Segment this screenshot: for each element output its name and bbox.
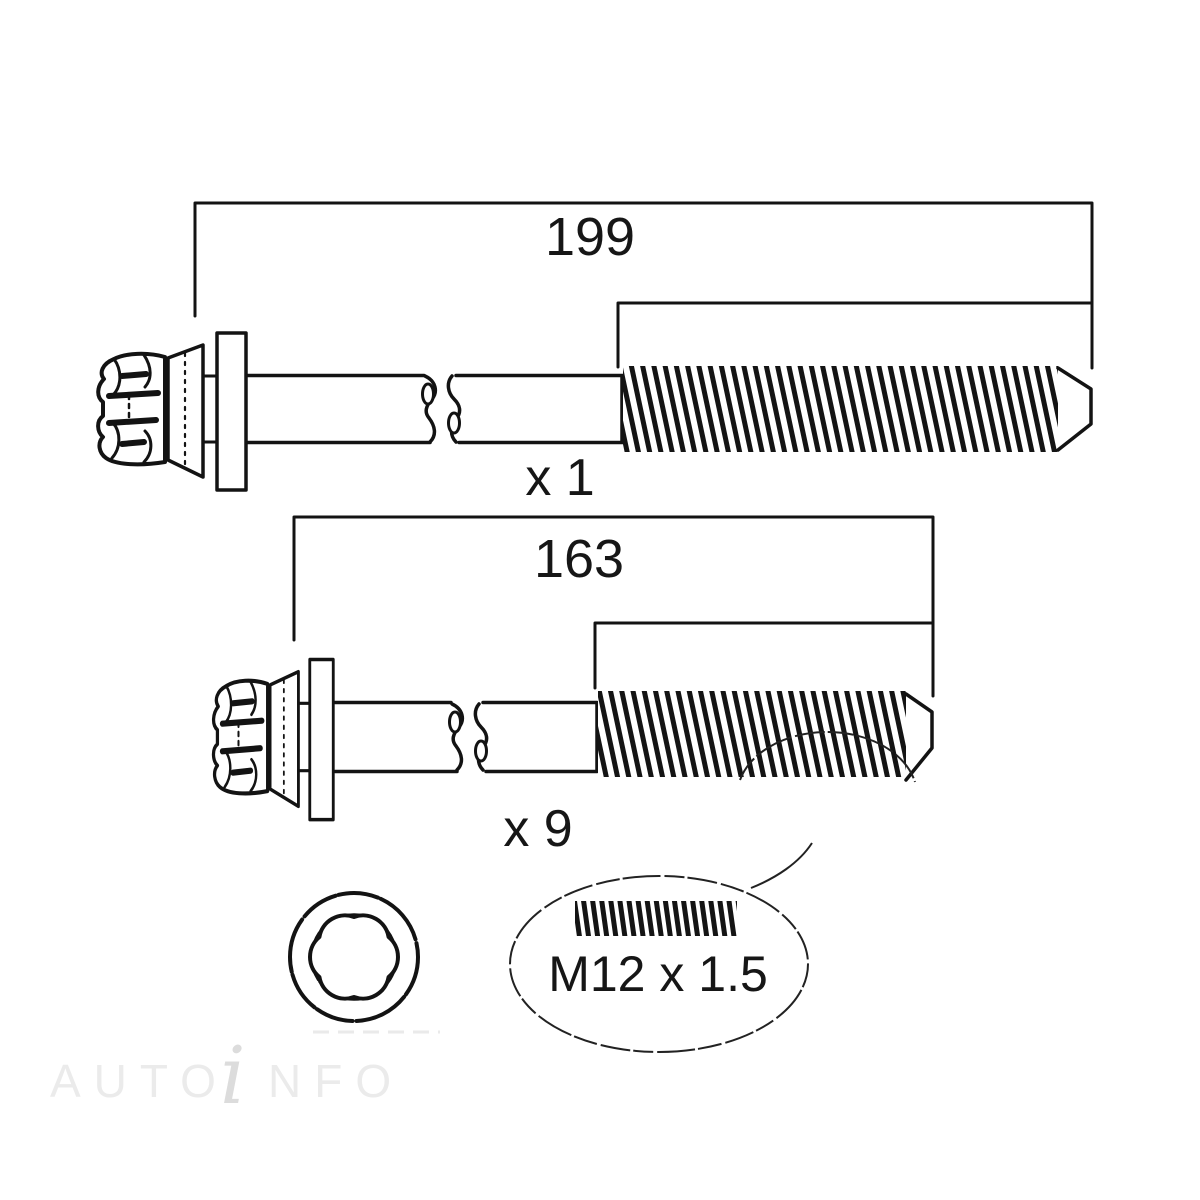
quantity-label-top: x 1 <box>525 449 594 507</box>
head-outer-circle <box>288 891 420 1023</box>
bolt-bottom: 163 x 9 <box>213 515 935 858</box>
callout-leader-line <box>750 842 813 889</box>
bolt-tip <box>904 692 934 782</box>
bolt-tip <box>1056 366 1093 452</box>
shaft-segment-lines <box>481 700 599 774</box>
callout-ellipse <box>509 875 809 1053</box>
watermark-i-glyph: i <box>220 1029 246 1122</box>
watermark-text-right: NFO <box>268 1055 404 1107</box>
shaft-break-symbol <box>420 374 462 444</box>
threaded-section <box>598 691 906 777</box>
thread-callout: M12 x 1.5 <box>509 730 916 1053</box>
watermark-text-left: AUTO <box>50 1055 229 1107</box>
quantity-label-bottom: x 9 <box>503 800 572 858</box>
watermark: AUTO i NFO <box>50 1029 440 1122</box>
bolt-top: 199 x 1 <box>98 201 1094 507</box>
thread-sample-graphic <box>575 901 737 936</box>
threaded-section <box>623 366 1058 452</box>
bolt-head-assembly <box>98 333 246 490</box>
shaft-break-symbol <box>447 702 489 772</box>
torx-head-top-view <box>288 891 420 1023</box>
shaft-segment-lines <box>454 373 625 445</box>
torx-star-icon <box>308 913 400 1001</box>
dimension-bracket-overall-bottom <box>292 515 935 698</box>
callout-bubble-arc <box>739 730 916 783</box>
dimension-bracket-overall-top <box>193 201 1094 370</box>
dimension-label-top: 199 <box>545 207 635 267</box>
bolt-head-assembly <box>213 659 333 819</box>
dimension-bracket-thread-bottom <box>593 621 935 690</box>
shaft-segment-lines <box>244 373 432 445</box>
dimension-label-bottom: 163 <box>534 529 624 589</box>
thread-spec-label: M12 x 1.5 <box>548 946 768 1002</box>
dimension-bracket-thread-top <box>616 301 1094 369</box>
shaft-segment-lines <box>333 700 459 774</box>
